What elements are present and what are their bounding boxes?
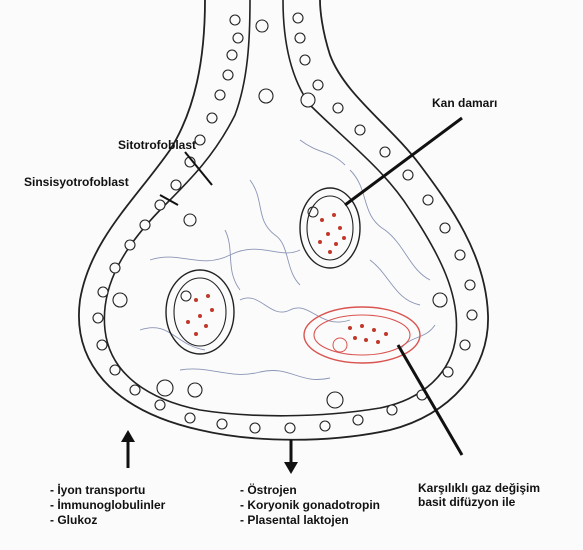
list-item: - İmmunoglobulinler [50, 498, 165, 513]
arrow-up-head [121, 430, 135, 442]
middle-hormone-list: - Östrojen - Koryonik gonadotropin - Pla… [240, 483, 380, 528]
connective-tissue-fibers [140, 140, 435, 380]
trophoblast-cells [93, 13, 477, 433]
villus-outer-membrane [79, 0, 488, 440]
label-gas-exchange-line-1: Karşılıklı gaz değişim [418, 481, 540, 495]
pointer-lines [160, 118, 462, 455]
label-gas-exchange-line-2: basit difüzyon ile [418, 495, 515, 509]
left-transport-list: - İyon transportu - İmmunoglobulinler - … [50, 483, 165, 528]
direction-arrows [121, 430, 298, 474]
list-item: - İyon transportu [50, 483, 165, 498]
arrow-down-head [284, 462, 298, 474]
list-item: - Plasental laktojen [240, 513, 380, 528]
blood-vessel-left [166, 270, 234, 354]
label-sinsisyotrofoblast: Sinsisyotrofoblast [24, 175, 129, 189]
list-item: - Östrojen [240, 483, 380, 498]
label-sitotrofoblast: Sitotrofoblast [118, 138, 196, 152]
label-kan-damari: Kan damarı [432, 96, 497, 110]
list-item: - Koryonik gonadotropin [240, 498, 380, 513]
list-item: - Glukoz [50, 513, 165, 528]
